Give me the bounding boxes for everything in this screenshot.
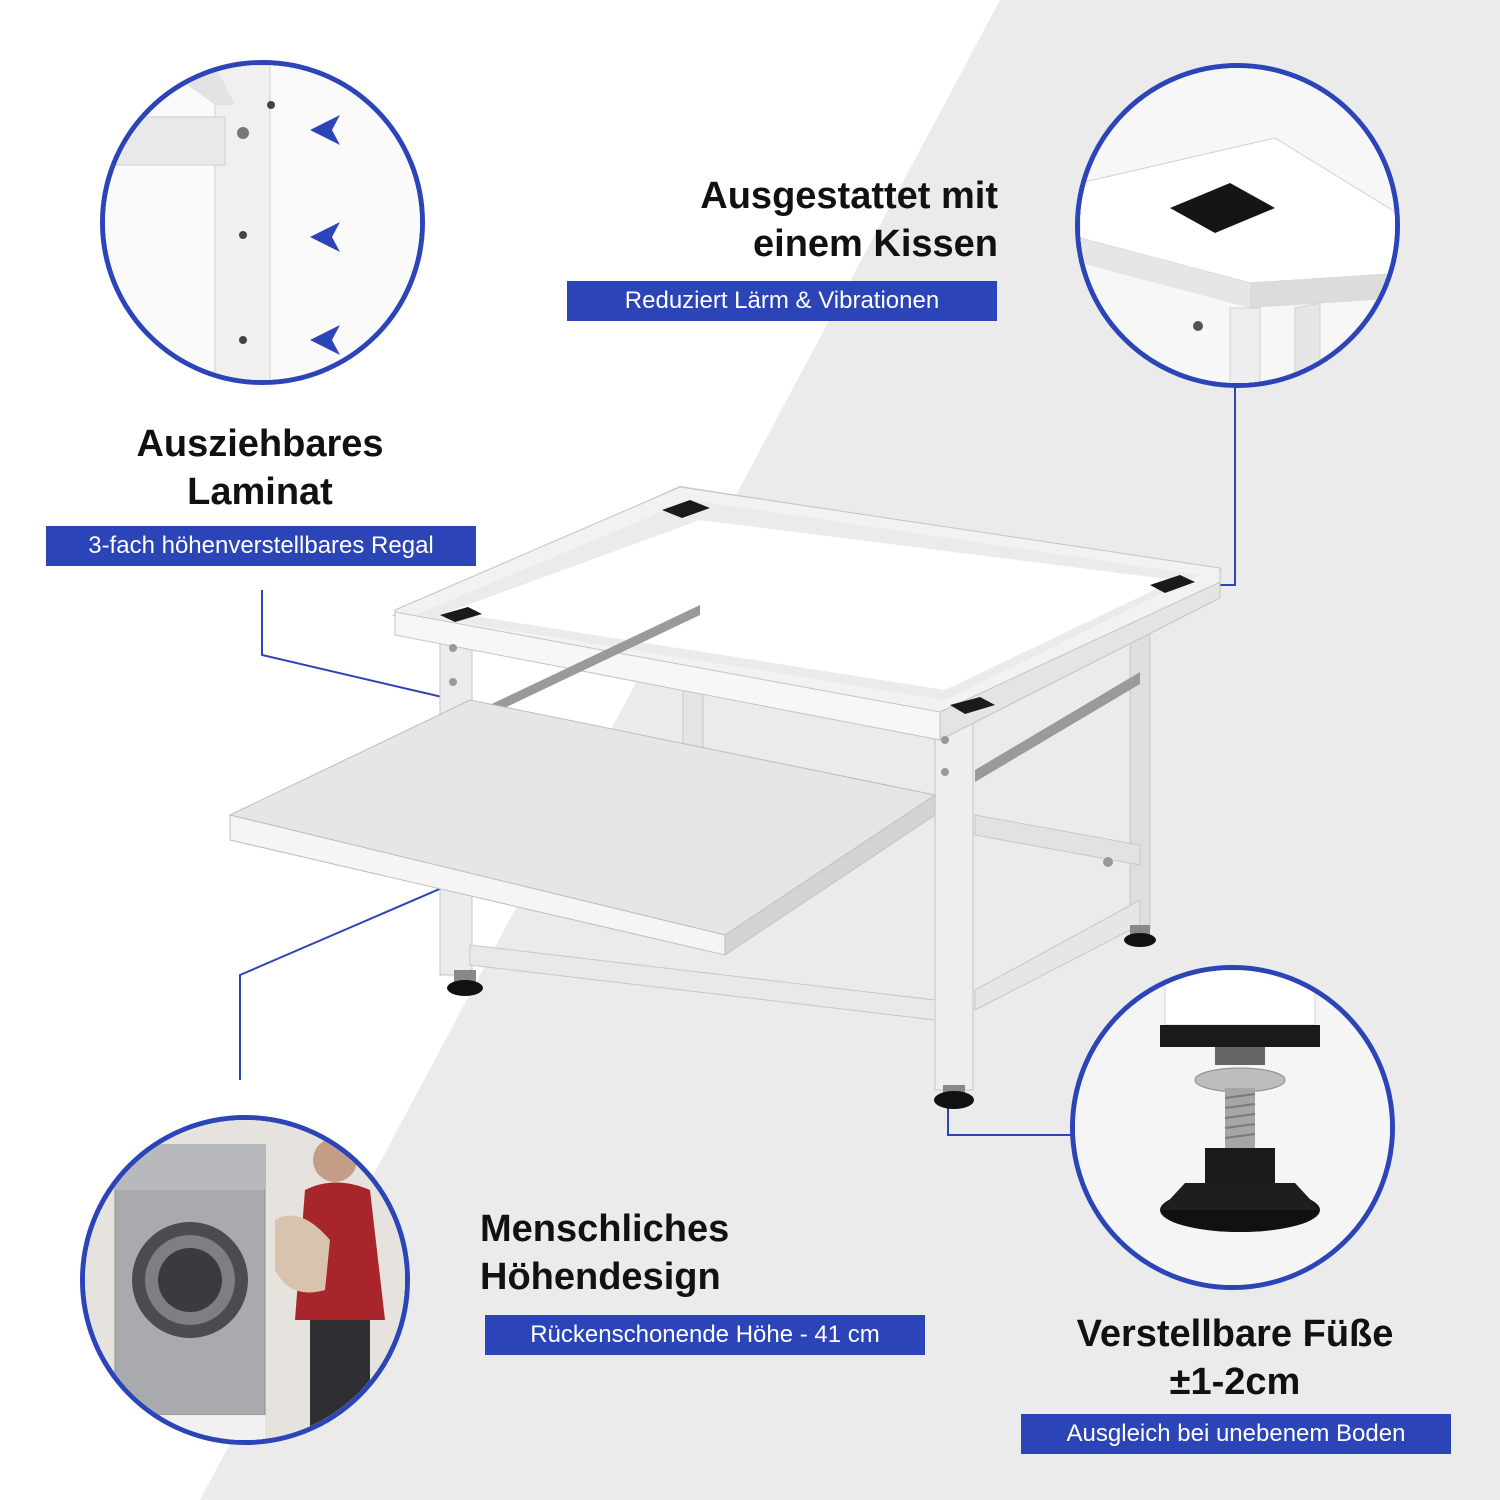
- detail-circle-ergonomic-height: [80, 1115, 410, 1445]
- feet-title-line2: ±1-2cm: [1169, 1361, 1301, 1403]
- cushion-badge: Reduziert Lärm & Vibrationen: [567, 281, 997, 321]
- laminate-title-line1: Ausziehbares: [136, 423, 384, 465]
- laminate-title: Ausziehbares Laminat: [60, 420, 460, 516]
- height-title-line2: Höhendesign: [480, 1256, 721, 1298]
- laminate-title-line2: Laminat: [187, 471, 333, 513]
- detail-circle-cushion: [1075, 63, 1400, 388]
- cushion-title-line1: Ausgestattet mit: [700, 175, 998, 217]
- height-title: Menschliches Höhendesign: [480, 1205, 920, 1301]
- pedestal-frame: [228, 485, 1224, 1109]
- detail-circle-adjustable-holes: [100, 60, 425, 385]
- chevron-left-icon: [310, 115, 340, 355]
- feet-title: Verstellbare Füße ±1-2cm: [1020, 1310, 1450, 1406]
- cushion-title-line2: einem Kissen: [753, 223, 998, 265]
- height-title-line1: Menschliches: [480, 1208, 730, 1250]
- height-badge: Rückenschonende Höhe - 41 cm: [485, 1315, 925, 1355]
- feet-title-line1: Verstellbare Füße: [1076, 1313, 1394, 1355]
- cushion-title: Ausgestattet mit einem Kissen: [600, 172, 998, 268]
- detail-circle-adjustable-feet: [1070, 965, 1395, 1290]
- laminate-badge: 3-fach höhenverstellbares Regal: [46, 526, 476, 566]
- feet-badge: Ausgleich bei unebenem Boden: [1021, 1414, 1451, 1454]
